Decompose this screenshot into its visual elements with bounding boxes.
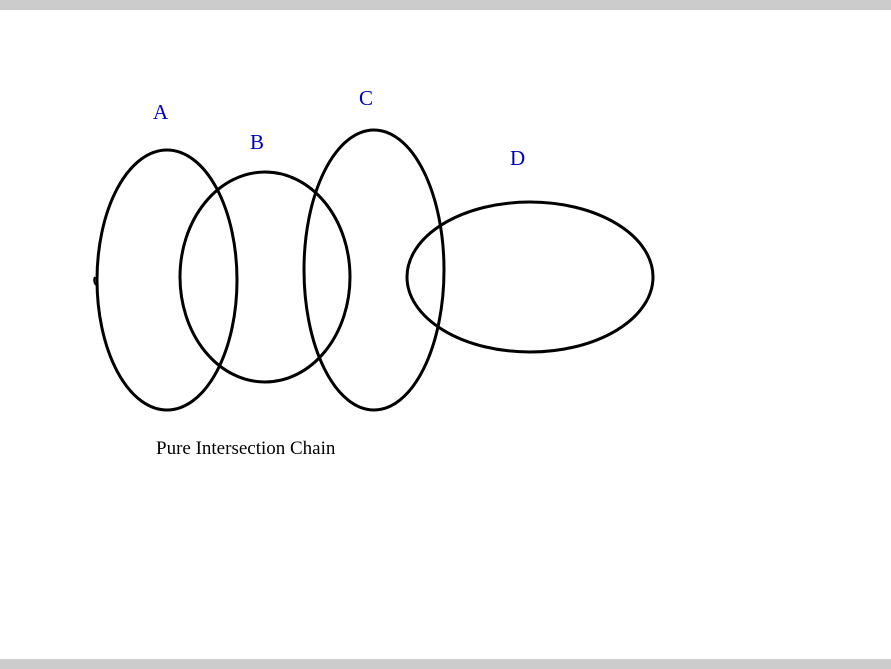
- bottom-frame-bar: [0, 659, 891, 669]
- ellipse-set-c: [302, 128, 446, 412]
- diagram-caption: Pure Intersection Chain: [156, 438, 336, 459]
- ellipse-set-a: [95, 148, 239, 412]
- stray-mark: [93, 276, 97, 286]
- set-label-c: C: [359, 86, 374, 110]
- set-label-a: A: [153, 100, 169, 124]
- top-frame-bar: [0, 0, 891, 10]
- ellipse-set-b: [178, 170, 352, 384]
- set-label-d: D: [510, 146, 526, 170]
- set-label-b: B: [250, 130, 265, 154]
- ellipse-set-d: [405, 200, 655, 354]
